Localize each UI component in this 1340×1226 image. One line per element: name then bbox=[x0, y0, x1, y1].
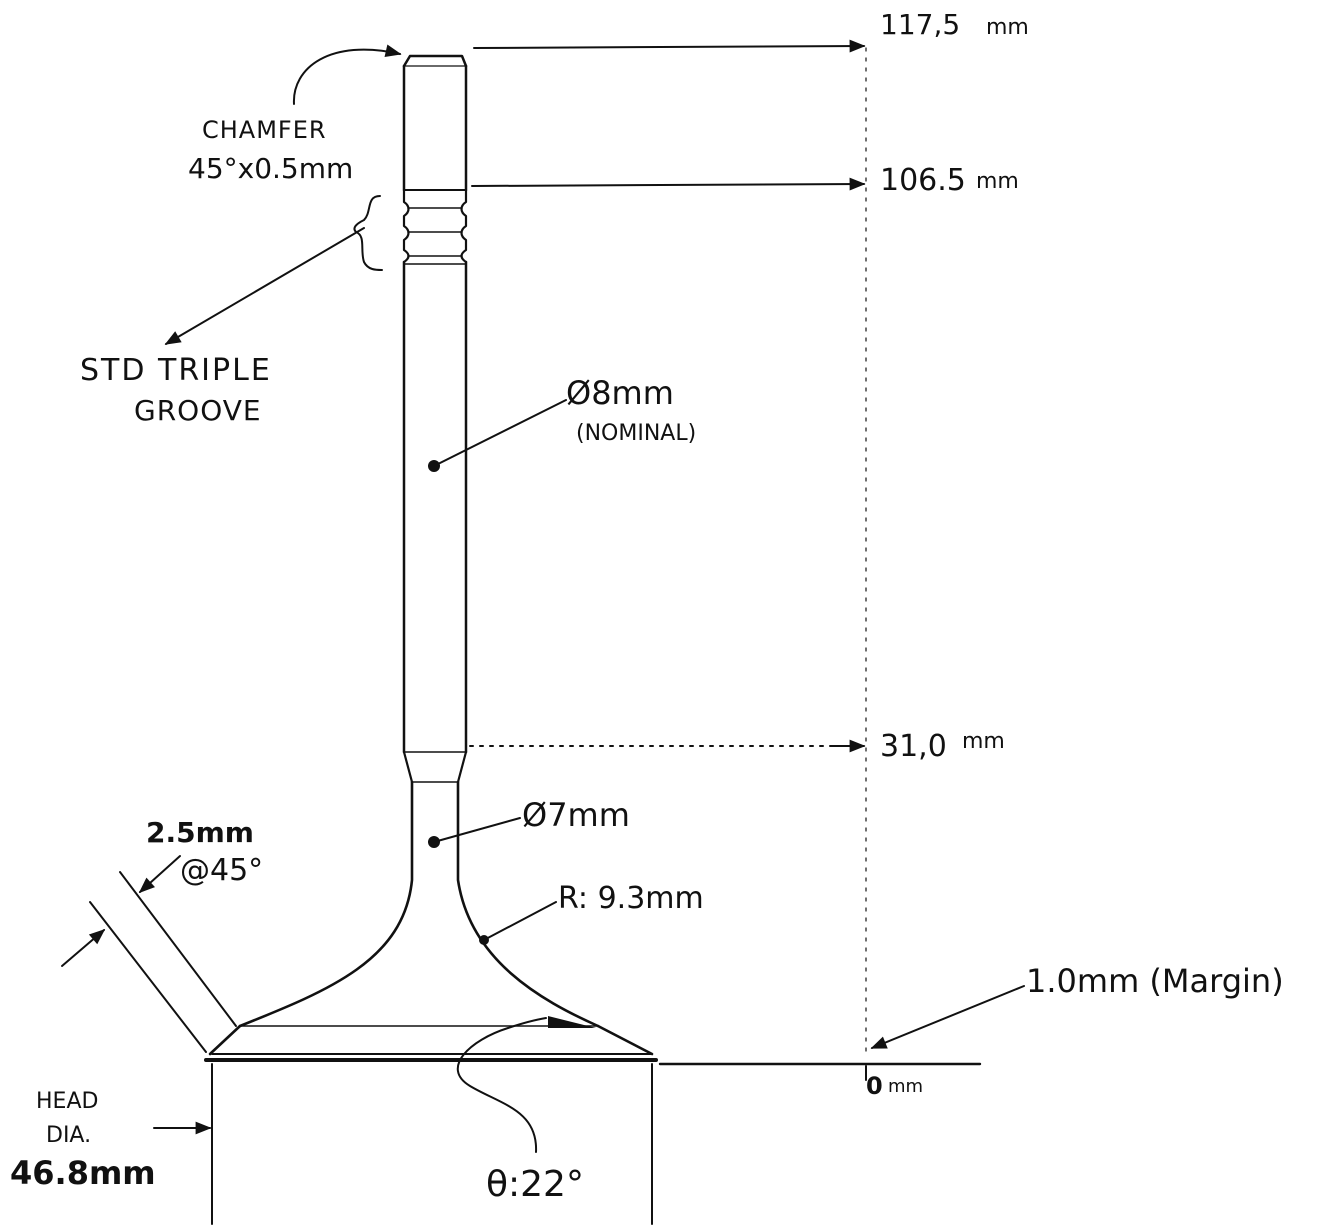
dim-zero-value: 0 bbox=[866, 1072, 883, 1100]
triple-groove bbox=[402, 188, 468, 265]
chamfer-label: CHAMFER bbox=[202, 116, 327, 144]
neck-diameter-label: Ø7mm bbox=[522, 796, 630, 834]
head-dia-label-2: DIA. bbox=[46, 1123, 91, 1148]
leaders bbox=[61, 44, 1025, 1153]
fillet-radius-label: R: 9.3mm bbox=[558, 881, 704, 916]
margin-label: 1.0mm (Margin) bbox=[1026, 962, 1284, 1000]
dim-neck-value: 31,0 bbox=[880, 729, 947, 764]
chamfer-spec: 45°x0.5mm bbox=[188, 152, 353, 185]
annotations: 117,5 mm 106.5 mm 31,0 mm 0 mm CHAMFER 4… bbox=[10, 8, 1284, 1205]
dim-groove-unit: mm bbox=[976, 169, 1019, 194]
valve-outline bbox=[204, 54, 658, 1225]
dimension-lines bbox=[469, 39, 982, 1081]
head-dia-label-1: HEAD bbox=[36, 1089, 98, 1114]
head-dia-value: 46.8mm bbox=[10, 1154, 156, 1192]
seat-width-label: 2.5mm bbox=[146, 816, 254, 849]
seat-angle-label: @45° bbox=[180, 853, 263, 888]
stem-diameter-note: (NOMINAL) bbox=[576, 421, 696, 446]
dim-zero-unit: mm bbox=[888, 1076, 923, 1097]
stem-diameter-label: Ø8mm bbox=[566, 374, 674, 412]
groove-label-1: STD TRIPLE bbox=[80, 353, 272, 388]
dim-top-value: 117,5 bbox=[880, 8, 960, 41]
theta-label: θ:22° bbox=[486, 1164, 584, 1205]
dim-top-unit: mm bbox=[986, 15, 1029, 40]
dim-neck-unit: mm bbox=[962, 729, 1005, 754]
dim-groove-value: 106.5 bbox=[880, 163, 966, 198]
groove-label-2: GROOVE bbox=[134, 394, 262, 427]
